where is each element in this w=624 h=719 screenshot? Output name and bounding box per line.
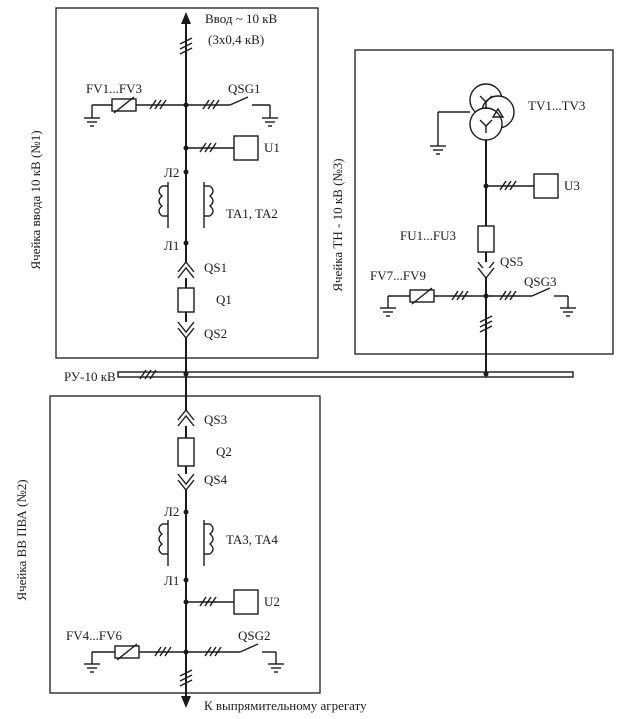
l2-label-a: Л2 — [164, 165, 179, 180]
qs5-disconnector — [477, 261, 495, 280]
qs2-disconnector — [177, 321, 195, 374]
l2-label-b: Л2 — [164, 504, 179, 519]
u1-branch — [183, 135, 259, 161]
ta1-ta2-label: TA1, TA2 — [226, 206, 278, 221]
q2-breaker — [177, 437, 195, 474]
l1-label-a: Л1 — [164, 238, 179, 253]
input-feed-label: Ввод ~ 10 кВ — [205, 11, 278, 26]
qs4-label: QS4 — [204, 472, 228, 487]
u1-label: U1 — [264, 140, 280, 155]
input-feed-voltage: (3x0,4 кВ) — [208, 32, 264, 47]
qs1-label: QS1 — [204, 260, 227, 275]
busbar-label: РУ-10 кВ — [64, 369, 116, 384]
fv1-qsg1-branch — [84, 96, 278, 127]
output-label: К выпрямительному агрегату — [204, 698, 367, 713]
qs3-label: QS3 — [204, 412, 227, 427]
ta3-ta4-ct — [158, 509, 214, 583]
cell-tn-title: Ячейка ТН - 10 кВ (№3) — [330, 158, 345, 291]
u2-label: U2 — [264, 594, 280, 609]
qsg3-label: QSG3 — [524, 274, 557, 289]
qs1-disconnector — [177, 260, 195, 279]
ta3-ta4-label: TA3, TA4 — [226, 532, 278, 547]
tv1-tv3-transformer — [430, 83, 515, 155]
cell-vv-pva-title: Ячейка ВВ ПВА (№2) — [14, 479, 29, 600]
qsg2-label: QSG2 — [238, 628, 271, 643]
fv4-qsg2-branch — [84, 643, 284, 687]
u2-branch — [183, 589, 259, 615]
fv7-fv9-label: FV7...FV9 — [370, 268, 426, 283]
qs4-disconnector — [177, 473, 195, 708]
fv7-qsg3-branch — [380, 287, 576, 333]
q1-breaker — [177, 278, 195, 322]
ta1-ta2-ct — [158, 169, 214, 246]
fv4-fv6-label: FV4...FV6 — [66, 628, 122, 643]
fv1-fv3-label: FV1...FV3 — [86, 81, 142, 96]
qsg1-label: QSG1 — [228, 81, 261, 96]
input-main-line — [179, 12, 193, 262]
fu1-fu3-fuse — [477, 225, 495, 253]
cell-tn-frame — [354, 49, 614, 355]
u3-branch — [483, 173, 559, 199]
l1-label-b: Л1 — [164, 573, 179, 588]
q2-label: Q2 — [216, 444, 232, 459]
u3-label: U3 — [564, 178, 580, 193]
fu1-fu3-label: FU1...FU3 — [400, 228, 456, 243]
q1-label: Q1 — [216, 292, 232, 307]
tv1-tv3-label: TV1...TV3 — [528, 98, 585, 113]
cell-input-title: Ячейка ввода 10 кВ (№1) — [28, 130, 43, 269]
qs3-disconnector — [177, 408, 195, 438]
qs2-label: QS2 — [204, 326, 227, 341]
qs5-label: QS5 — [500, 254, 523, 269]
